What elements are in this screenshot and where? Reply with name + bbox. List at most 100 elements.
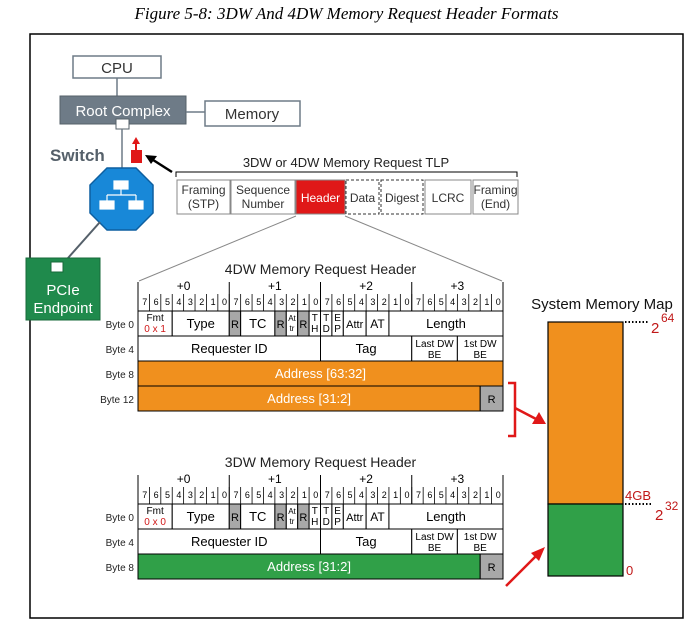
memory-map-mid-exp: 32 xyxy=(665,499,679,513)
tlp-field-sublabel: Number xyxy=(242,197,285,211)
ep-label: E xyxy=(334,506,341,517)
reserved-label: R xyxy=(488,394,496,406)
tag-field xyxy=(320,528,413,555)
fmt-field xyxy=(137,503,173,530)
bit-label: 1 xyxy=(484,297,489,307)
endpoint-label-line1: PCIe xyxy=(46,282,79,299)
red-up-arrow-icon xyxy=(132,137,140,144)
at-label: AT xyxy=(370,317,385,331)
td-label: D xyxy=(323,517,330,528)
bit-label: 3 xyxy=(188,297,193,307)
attr-bit-label: At xyxy=(288,507,296,516)
last-dw-be-label: BE xyxy=(428,350,442,361)
bit-label: 5 xyxy=(256,490,261,500)
bit-label: 7 xyxy=(416,490,421,500)
row-label: Byte 0 xyxy=(106,320,135,331)
length-label: Length xyxy=(426,509,466,524)
tlp-field-box xyxy=(230,179,296,215)
fmt-label: Fmt xyxy=(147,313,164,324)
bit-label: 5 xyxy=(165,297,170,307)
bit-label: 2 xyxy=(290,297,295,307)
first-dw-be-label: BE xyxy=(474,350,488,361)
first-dw-be-label: BE xyxy=(474,543,488,554)
bit-label: 5 xyxy=(348,297,353,307)
bit-label: 4 xyxy=(268,490,273,500)
bit-label: 4 xyxy=(450,490,455,500)
bit-label: 4 xyxy=(176,297,181,307)
bit-label: 5 xyxy=(439,490,444,500)
reserved-label: R xyxy=(277,512,285,524)
bit-label: 2 xyxy=(199,297,204,307)
map-arrow-upper-icon xyxy=(532,412,546,424)
bit-label: 1 xyxy=(302,490,307,500)
map-arrow-lower-icon xyxy=(531,547,545,561)
memory-map-top-base: 2 xyxy=(651,320,659,337)
reserved-label: R xyxy=(231,319,239,331)
bit-label: 4 xyxy=(450,297,455,307)
byte-offset-label: +1 xyxy=(268,472,282,486)
bit-label: 3 xyxy=(279,490,284,500)
bit-label: 4 xyxy=(268,297,273,307)
bit-label: 4 xyxy=(176,490,181,500)
bit-label: 3 xyxy=(279,297,284,307)
bit-label: 4 xyxy=(359,297,364,307)
byte-offset-label: +0 xyxy=(177,279,191,293)
reserved-label: R xyxy=(299,319,307,331)
bit-label: 5 xyxy=(439,297,444,307)
length-field xyxy=(388,503,504,530)
memory-map-mid-base: 2 xyxy=(655,507,663,524)
byte-offset-label: +2 xyxy=(359,279,373,293)
tlp-field-label: Sequence xyxy=(236,183,290,197)
bit-label: 6 xyxy=(154,490,159,500)
type-field xyxy=(171,503,230,530)
memory-map-4gb-label: 4GB xyxy=(625,488,651,503)
bit-label: 7 xyxy=(325,490,330,500)
row-label: Byte 12 xyxy=(100,395,134,406)
tc-label: TC xyxy=(249,509,266,524)
bit-label: 3 xyxy=(370,490,375,500)
map-arrow-upper-line xyxy=(514,406,539,422)
switch-icon xyxy=(89,167,154,231)
endpoint-label-line2: Endpoint xyxy=(33,300,93,317)
fan-line-left xyxy=(138,215,297,282)
length-label: Length xyxy=(426,316,466,331)
bit-label: 4 xyxy=(359,490,364,500)
bit-label: 6 xyxy=(245,297,250,307)
last-dw-be-label: Last DW xyxy=(415,532,454,543)
row-label: Byte 4 xyxy=(106,345,135,356)
at-label: AT xyxy=(370,510,385,524)
switch-endpoint-link xyxy=(67,221,101,259)
row-label: Byte 4 xyxy=(106,538,135,549)
attr-bit-label: tr xyxy=(290,324,295,333)
bit-label: 0 xyxy=(222,297,227,307)
bit-label: 2 xyxy=(473,490,478,500)
fmt-label: Fmt xyxy=(147,506,164,517)
last-dw-be-field xyxy=(411,335,458,362)
tc-label: TC xyxy=(249,316,266,331)
byte-offset-label: +3 xyxy=(451,472,465,486)
address-label: Address [63:32] xyxy=(275,366,366,381)
tlp-field-sublabel: (STP) xyxy=(188,197,219,211)
cpu-label: CPU xyxy=(101,60,133,77)
byte-offset-label: +0 xyxy=(177,472,191,486)
th-label: H xyxy=(311,324,318,335)
byte-offset-label: +2 xyxy=(359,472,373,486)
ep-label: E xyxy=(334,313,341,324)
tlp-field-label: Framing xyxy=(473,183,517,197)
memory-box xyxy=(204,100,301,127)
bit-label: 2 xyxy=(382,490,387,500)
requester-id-label: Requester ID xyxy=(191,341,268,356)
type-field xyxy=(171,310,230,337)
tlp-field-box xyxy=(380,179,424,215)
ep-label: P xyxy=(334,324,341,335)
td-label: T xyxy=(323,506,329,517)
root-complex-label: Root Complex xyxy=(75,103,171,120)
last-dw-be-field xyxy=(411,528,458,555)
bit-label: 1 xyxy=(393,297,398,307)
tc-field xyxy=(240,310,276,337)
attr-bit-label: At xyxy=(288,314,296,323)
bit-label: 7 xyxy=(416,297,421,307)
figure-caption: Figure 5-8: 3DW And 4DW Memory Request H… xyxy=(134,4,559,23)
bit-label: 2 xyxy=(473,297,478,307)
bit-label: 5 xyxy=(348,490,353,500)
